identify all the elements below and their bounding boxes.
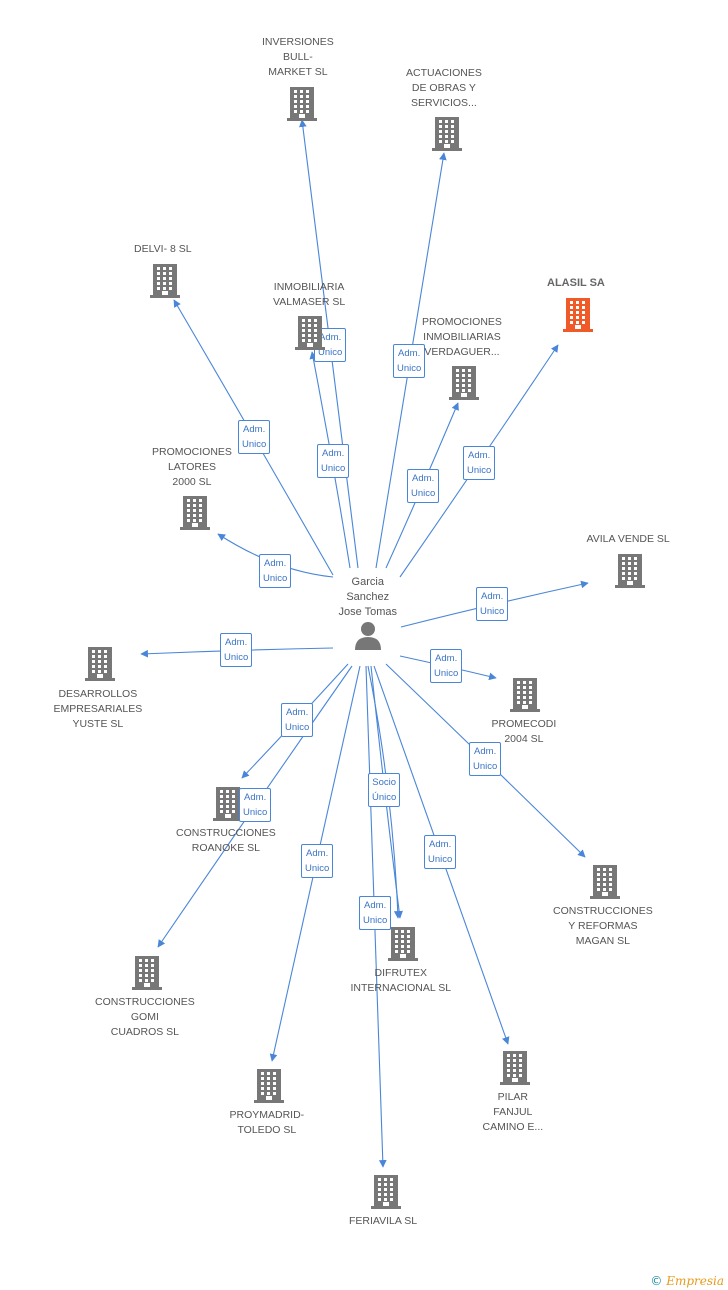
building-icon — [449, 366, 479, 400]
building-icon — [510, 678, 540, 712]
company-name[interactable]: PROMOCIONES LATORES 2000 SL — [152, 446, 232, 488]
company-name[interactable]: INVERSIONES BULL- MARKET SL — [262, 36, 334, 78]
brand-logo[interactable]: © Empresia — [650, 1274, 724, 1288]
company-name[interactable]: DIFRUTEX INTERNACIONAL SL — [350, 967, 452, 994]
person-node[interactable]: Garcia Sanchez Jose Tomas — [338, 575, 398, 650]
building-icon — [615, 554, 645, 588]
company-name[interactable]: CONSTRUCCIONES Y REFORMAS MAGAN SL — [553, 905, 653, 947]
person-name[interactable]: Garcia Sanchez Jose Tomas — [338, 576, 398, 618]
company-name[interactable]: ACTUACIONES DE OBRAS Y SERVICIOS... — [406, 67, 482, 109]
relation-badge-promociones-inmo[interactable]: Adm. Unico — [407, 469, 440, 503]
company-name[interactable]: PROMECODI 2004 SL — [491, 718, 557, 745]
company-name[interactable]: CONSTRUCCIONES GOMI CUADROS SL — [95, 996, 195, 1038]
copyright-icon: © — [650, 1274, 663, 1288]
company-name[interactable]: PROMOCIONES INMOBILIARIAS VERDAGUER... — [422, 316, 502, 358]
company-name[interactable]: PROYMADRID- TOLEDO SL — [229, 1109, 305, 1136]
building-icon — [295, 316, 325, 350]
relation-badge-promecodi[interactable]: Adm. Unico — [430, 649, 463, 683]
company-name[interactable]: FERIAVILA SL — [349, 1215, 418, 1227]
relation-badge-construcciones-magan[interactable]: Adm. Unico — [469, 742, 502, 776]
company-name[interactable]: AVILA VENDE SL — [586, 533, 670, 545]
building-icon — [132, 956, 162, 990]
relation-badge-avila-vende[interactable]: Adm. Unico — [476, 587, 509, 621]
building-icon — [500, 1051, 530, 1085]
building-icon — [213, 787, 243, 821]
relation-badge-promociones-latores[interactable]: Adm. Unico — [259, 554, 292, 588]
relation-badge-proymadrid[interactable]: Adm. Unico — [301, 844, 334, 878]
relation-badge-alasil[interactable]: Adm. Unico — [463, 446, 496, 480]
company-name[interactable]: DELVI- 8 SL — [134, 243, 192, 255]
relation-badge-construcciones-gomi[interactable]: Adm. Unico — [239, 788, 272, 822]
company-name[interactable]: CONSTRUCCIONES ROANOKE SL — [176, 827, 276, 854]
company-name[interactable]: PILAR FANJUL CAMINO E... — [482, 1091, 544, 1133]
company-name[interactable]: ALASIL SA — [547, 277, 605, 289]
relation-badge-actuaciones[interactable]: Adm. Unico — [393, 344, 426, 378]
company-name[interactable]: INMOBILIARIA VALMASER SL — [273, 281, 346, 308]
building-icon — [590, 865, 620, 899]
relation-badge-difrutex[interactable]: Socio Único — [368, 773, 401, 807]
relation-badge-difrutex-2[interactable]: Adm. Unico — [359, 896, 392, 930]
building-icon — [371, 1175, 401, 1209]
building-icon — [563, 298, 593, 332]
person-icon — [354, 622, 381, 650]
brand-name: Empresia — [666, 1274, 724, 1288]
building-icon — [180, 496, 210, 530]
building-icon — [388, 927, 418, 961]
relation-badge-inmobiliaria-valmaser[interactable]: Adm. Unico — [317, 444, 350, 478]
relation-badge-pilar-fanjul[interactable]: Adm. Unico — [424, 835, 457, 869]
building-icon — [150, 264, 180, 298]
company-name[interactable]: DESARROLLOS EMPRESARIALES YUSTE SL — [53, 688, 143, 730]
relation-badge-construcciones-roanoke[interactable]: Adm. Unico — [281, 703, 314, 737]
relation-badge-desarrollos[interactable]: Adm. Unico — [220, 633, 253, 667]
building-icon — [287, 87, 317, 121]
relation-badge-delvi[interactable]: Adm. Unico — [238, 420, 271, 454]
building-icon — [254, 1069, 284, 1103]
building-icon — [432, 117, 462, 151]
building-icon — [85, 647, 115, 681]
